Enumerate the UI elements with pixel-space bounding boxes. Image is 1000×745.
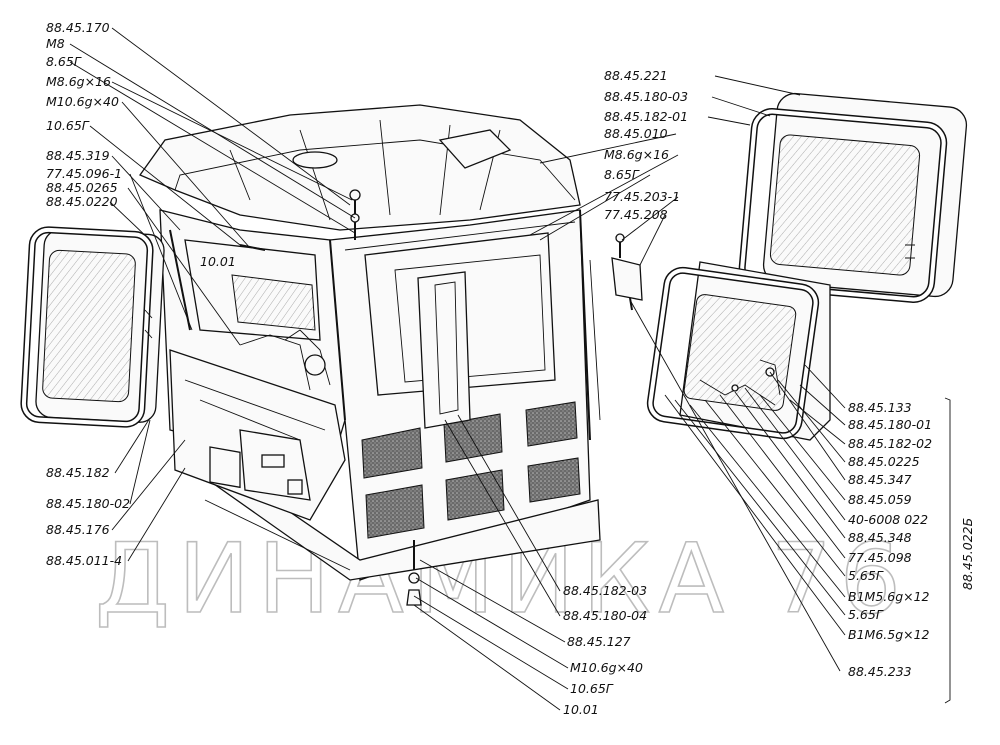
- label-88-45-010: 88.45.010: [604, 126, 668, 141]
- label-88-45-347: 88.45.347: [848, 472, 912, 487]
- label-10-01-bottom: 10.01: [563, 702, 599, 717]
- labels-left: 88.45.170 М8 8.65Г М8.6g×16 М10.6g×40 10…: [46, 20, 236, 568]
- labels-right: 88.45.133 88.45.180-01 88.45.182-02 88.4…: [848, 400, 975, 679]
- label-88-45-0220: 88.45.0220: [46, 194, 118, 209]
- leader-lines: [69, 27, 951, 711]
- label-88-45-319: 88.45.319: [46, 148, 110, 163]
- label-group-88-45-022b: 88.45.022Б: [960, 518, 975, 590]
- right-door-window-assembly: [646, 261, 831, 441]
- label-88-45-011-4: 88.45.011-4: [46, 553, 122, 568]
- label-10-65g-bottom: 10.65Г: [570, 681, 614, 696]
- roof-hatch: [292, 151, 338, 169]
- label-m10-6g-40-bottom: М10.6g×40: [570, 660, 643, 675]
- label-m8-6g-16-right: М8.6g×16: [604, 147, 669, 162]
- labels-bottom: 88.45.182-03 88.45.180-04 88.45.127 М10.…: [563, 583, 647, 717]
- label-88-45-0225: 88.45.0225: [848, 454, 920, 469]
- cabin-roof: [139, 104, 581, 231]
- label-10-65g: 10.65Г: [46, 118, 90, 133]
- label-8-65g: 8.65Г: [46, 54, 82, 69]
- label-77-45-096-1: 77.45.096-1: [46, 166, 122, 181]
- label-88-45-348: 88.45.348: [848, 530, 912, 545]
- left-window-assembly: [20, 226, 165, 428]
- label-10-01-left: 10.01: [200, 254, 236, 269]
- label-88-45-182-01: 88.45.182-01: [604, 109, 688, 124]
- roof-vent: [438, 129, 512, 169]
- label-40-6008-022: 40-6008 022: [848, 512, 928, 527]
- label-m8: М8: [46, 36, 65, 51]
- label-88-45-180-01: 88.45.180-01: [848, 417, 932, 432]
- label-5-65g-a: 5.65Г: [848, 568, 884, 583]
- rear-window-seal-frame: [417, 271, 471, 429]
- label-v1m6-5g-12: В1М6.5g×12: [848, 627, 930, 642]
- label-88-45-221: 88.45.221: [604, 68, 668, 83]
- label-77-45-098: 77.45.098: [848, 550, 912, 565]
- label-v1m5-6g-12: В1М5.6g×12: [848, 589, 930, 604]
- hinge-bracket: [611, 257, 643, 301]
- label-m8-6g-16: М8.6g×16: [46, 74, 111, 89]
- label-88-45-180-03: 88.45.180-03: [604, 89, 688, 104]
- label-88-45-182-03: 88.45.182-03: [563, 583, 647, 598]
- label-88-45-127: 88.45.127: [567, 634, 631, 649]
- label-88-45-180-04: 88.45.180-04: [563, 608, 647, 623]
- label-88-45-170: 88.45.170: [46, 20, 110, 35]
- label-88-45-182-02: 88.45.182-02: [848, 436, 932, 451]
- label-88-45-180-02: 88.45.180-02: [46, 496, 130, 511]
- labels-top-right: 88.45.221 88.45.180-03 88.45.182-01 88.4…: [604, 68, 688, 222]
- label-88-45-182: 88.45.182: [46, 465, 110, 480]
- label-8-65g-right: 8.65Г: [604, 167, 640, 182]
- label-77-45-208: 77.45.208: [604, 207, 668, 222]
- label-77-45-203-1: 77.45.203-1: [604, 189, 680, 204]
- label-88-45-133: 88.45.133: [848, 400, 912, 415]
- label-88-45-176: 88.45.176: [46, 522, 110, 537]
- label-88-45-0265: 88.45.0265: [46, 180, 118, 195]
- label-5-65g-b: 5.65Г: [848, 607, 884, 622]
- cabin-body: [139, 104, 643, 606]
- label-m10-6g-40: М10.6g×40: [46, 94, 119, 109]
- top-right-window-assembly: [738, 92, 968, 303]
- label-88-45-233: 88.45.233: [848, 664, 912, 679]
- label-88-45-059: 88.45.059: [848, 492, 912, 507]
